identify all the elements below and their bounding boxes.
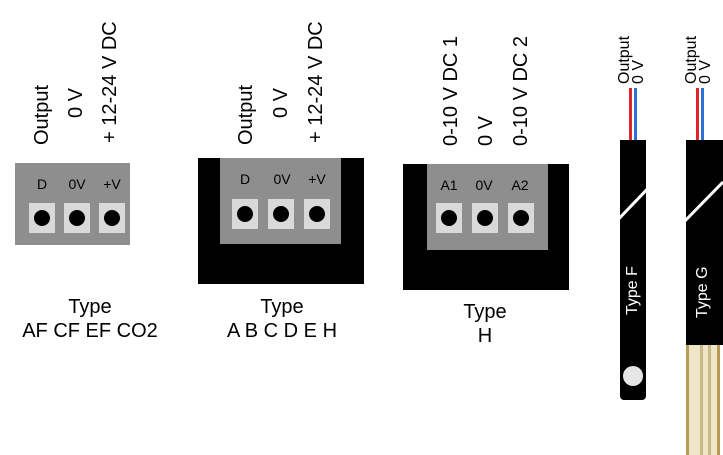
pin-label-a2: A2 bbox=[511, 177, 529, 193]
pin-label-v: +V bbox=[308, 171, 326, 187]
pin-label-d: D bbox=[239, 171, 251, 187]
pin-label-0v: 0V bbox=[68, 176, 86, 192]
screw-terminal-1 bbox=[436, 203, 462, 233]
pin-label-v: +V bbox=[103, 176, 121, 192]
probe-cable bbox=[620, 140, 646, 400]
type-values: AF CF EF CO2 bbox=[22, 320, 158, 342]
pin-label-d: D bbox=[36, 176, 48, 192]
probe-type-label: Type F bbox=[624, 266, 641, 315]
terminal-label-output: Output bbox=[31, 84, 53, 145]
screw-terminal-2 bbox=[268, 199, 294, 229]
terminal-label-output: Output bbox=[235, 84, 257, 145]
type-values: A B C D E H bbox=[226, 320, 338, 342]
type-title: Type bbox=[463, 301, 507, 323]
wire-red bbox=[696, 88, 699, 142]
terminal-label-0v: 0 V bbox=[270, 87, 292, 118]
wire-label-0v: 0 V bbox=[697, 59, 714, 84]
terminal-label-supply: + 12-24 V DC bbox=[305, 21, 327, 143]
screw-terminal-3 bbox=[508, 203, 534, 233]
screw-terminal-1 bbox=[29, 203, 55, 233]
wire-blue bbox=[634, 88, 637, 142]
wire-red bbox=[629, 88, 632, 142]
screw-terminal-2 bbox=[472, 203, 498, 233]
type-caption: Type A B C D E H bbox=[212, 295, 352, 343]
type-title: Type bbox=[260, 296, 304, 318]
probe-type-label: Type G bbox=[694, 266, 711, 318]
terminal-label-0v: 0 V bbox=[65, 87, 87, 118]
terminal-label-supply: + 12-24 V DC bbox=[99, 21, 121, 143]
pin-label-a1: A1 bbox=[440, 177, 458, 193]
wire-label-0v: 0 V bbox=[630, 59, 647, 84]
type-values: H bbox=[477, 325, 493, 347]
cable-break-mark bbox=[612, 180, 654, 228]
wire-blue bbox=[701, 88, 704, 142]
screw-terminal-2 bbox=[64, 203, 90, 233]
pin-label-0v: 0V bbox=[273, 171, 291, 187]
probe-strip bbox=[686, 345, 720, 455]
type-caption: Type AF CF EF CO2 bbox=[20, 295, 160, 343]
screw-terminal-3 bbox=[304, 199, 330, 229]
pin-label-0v: 0V bbox=[475, 177, 493, 193]
type-title: Type bbox=[68, 296, 112, 318]
terminal-label-analog-1: 0-10 V DC 1 bbox=[440, 35, 462, 146]
terminal-label-0v: 0 V bbox=[475, 115, 497, 146]
screw-terminal-3 bbox=[99, 203, 125, 233]
type-caption: Type H bbox=[415, 300, 555, 348]
terminal-label-analog-2: 0-10 V DC 2 bbox=[510, 35, 532, 146]
probe-cable bbox=[686, 140, 723, 345]
cable-break-mark bbox=[680, 180, 723, 228]
probe-tip bbox=[623, 366, 643, 386]
screw-terminal-1 bbox=[232, 199, 258, 229]
